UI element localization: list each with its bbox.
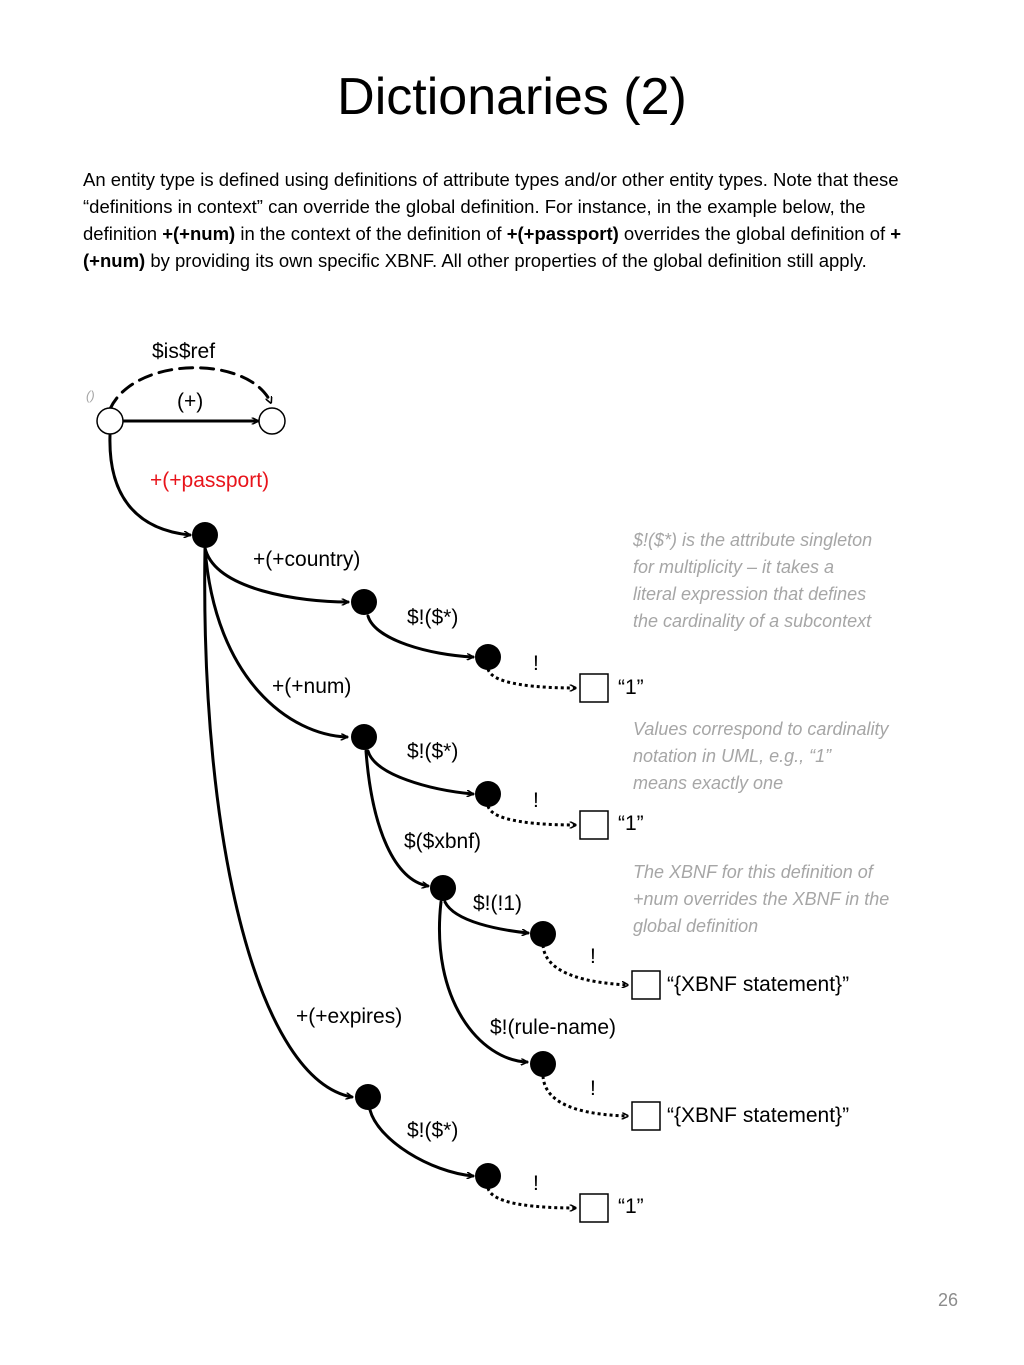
note3-line3: global definition — [633, 916, 758, 936]
slide-title: Dictionaries (2) — [337, 68, 687, 126]
expires-node — [355, 1084, 381, 1110]
country-bang-label: ! — [533, 652, 539, 675]
rule-name-node — [530, 1051, 556, 1077]
note-xbnf-override: The XBNF for this definition of +num ove… — [633, 862, 889, 936]
expires-label: +(+expires) — [296, 1005, 402, 1028]
isref-label: $is$ref — [152, 340, 215, 363]
page-number: 26 — [937, 1290, 958, 1310]
xbnf-value-label: “{XBNF statement}” — [667, 973, 849, 996]
note2-line1: Values correspond to cardinality — [633, 719, 889, 739]
xbnf-node — [430, 875, 456, 901]
num-node — [351, 724, 377, 750]
rule-bang-label: ! — [590, 1077, 596, 1100]
xbnf-card-label: $!(!1) — [473, 892, 522, 915]
rule-value-edge — [541, 1075, 628, 1116]
note-singleton: $!($*) is the attribute singleton for mu… — [632, 530, 872, 631]
num-value-edge — [486, 805, 576, 825]
xbnf-value-box — [631, 970, 661, 1000]
xbnf-card-node — [530, 921, 556, 947]
note1-line2: for multiplicity – it takes a — [633, 557, 834, 577]
country-edge — [203, 546, 350, 602]
intro-paragraph: An entity type is defined using definiti… — [83, 166, 943, 274]
intro-text-1: An entity type is defined using definiti… — [83, 169, 899, 244]
expires-card-label: $!($*) — [407, 1119, 458, 1142]
intro-text-2: in the context of the definition of — [235, 223, 507, 244]
num-edge — [203, 546, 349, 737]
expires-value-label: “1” — [618, 1195, 644, 1218]
num-bang-label: ! — [533, 789, 539, 812]
plus-label: (+) — [177, 390, 203, 413]
expires-value-box — [579, 1193, 609, 1223]
num-value-box — [579, 810, 609, 840]
passport-edge — [108, 433, 192, 535]
note3-line2: +num overrides the XBNF in the — [633, 889, 889, 909]
note1-line1: $!($*) is the attribute singleton — [632, 530, 872, 550]
plus-target-node — [258, 407, 286, 435]
country-node — [351, 589, 377, 615]
expires-card-edge — [368, 1108, 475, 1176]
intro-bold-num-2: +(+num) — [83, 223, 902, 271]
country-label: +(+country) — [253, 548, 360, 571]
rule-value-label: “{XBNF statement}” — [667, 1104, 849, 1127]
country-value-box — [579, 673, 609, 703]
intro-bold-passport: +(+passport) — [506, 223, 619, 244]
note3-line1: The XBNF for this definition of — [633, 862, 875, 882]
xbnf-value-edge — [541, 944, 628, 985]
num-value-label: “1” — [618, 812, 644, 835]
num-card-node — [475, 781, 501, 807]
expires-card-node — [475, 1163, 501, 1189]
country-value-label: “1” — [618, 676, 644, 699]
rule-name-edge — [438, 900, 529, 1062]
passport-label: +(+passport) — [150, 469, 269, 492]
note1-line4: the cardinality of a subcontext — [633, 611, 872, 631]
intro-text-3: overrides the global definition of — [618, 223, 891, 244]
isref-dashed-edge — [108, 366, 273, 411]
root-node — [96, 407, 124, 435]
expires-bang-label: ! — [533, 1172, 539, 1195]
note1-line3: literal expression that defines — [633, 584, 866, 604]
intro-bold-num: +(+num) — [162, 223, 236, 244]
note2-line2: notation in UML, e.g., “1” — [633, 746, 832, 766]
xbnf-label: $($xbnf) — [404, 830, 481, 853]
xbnf-bang-label: ! — [590, 945, 596, 968]
xbnf-edge — [364, 749, 430, 886]
passport-node — [192, 522, 218, 548]
root-marker: () — [86, 388, 95, 403]
xbnf-card-edge — [443, 900, 530, 933]
num-card-label: $!($*) — [407, 740, 458, 763]
country-card-node — [475, 644, 501, 670]
note-cardinality: Values correspond to cardinality notatio… — [633, 719, 889, 793]
country-card-label: $!($*) — [407, 606, 458, 629]
note2-line3: means exactly one — [633, 773, 783, 793]
num-label: +(+num) — [272, 675, 351, 698]
country-value-edge — [486, 668, 576, 688]
country-card-edge — [366, 614, 475, 657]
expires-value-edge — [486, 1187, 576, 1208]
rule-name-label: $!(rule-name) — [490, 1016, 616, 1039]
intro-text-4: by providing its own specific XBNF. All … — [145, 250, 867, 271]
expires-edge — [203, 546, 354, 1097]
num-card-edge — [366, 749, 475, 794]
rule-value-box — [631, 1101, 661, 1131]
